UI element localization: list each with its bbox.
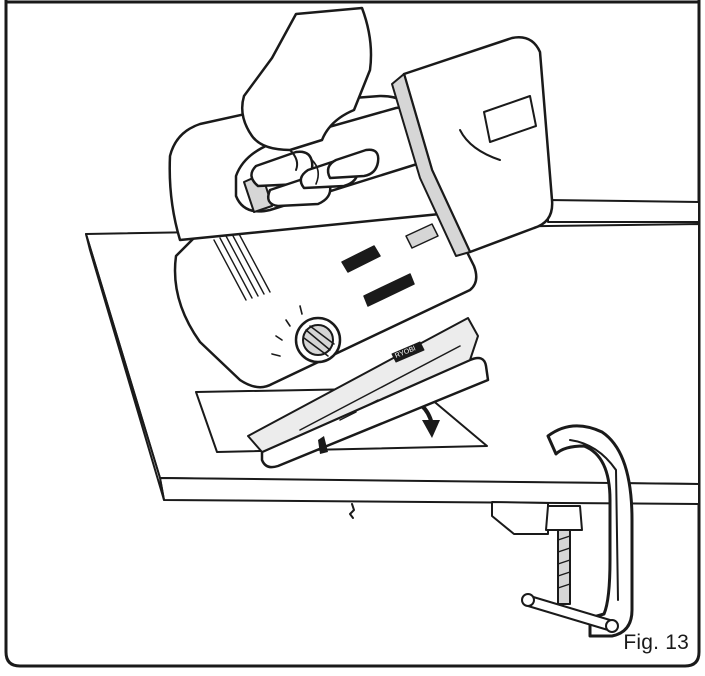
brand-plate [391,341,425,363]
sawdust-mark [349,503,355,519]
saw-blade [318,436,328,454]
c-clamp [521,424,634,638]
panel-border [4,0,701,668]
clamp-screw [557,529,571,605]
table-leg [491,501,549,535]
clamp-frame [546,424,634,638]
bevel-adjust-knob[interactable] [294,316,342,364]
back-workbench [547,199,700,223]
figure-label: Fig. 13 [623,631,689,654]
operator-hand [241,6,380,208]
table-left-edge [85,233,165,501]
battery-pack [402,36,554,254]
